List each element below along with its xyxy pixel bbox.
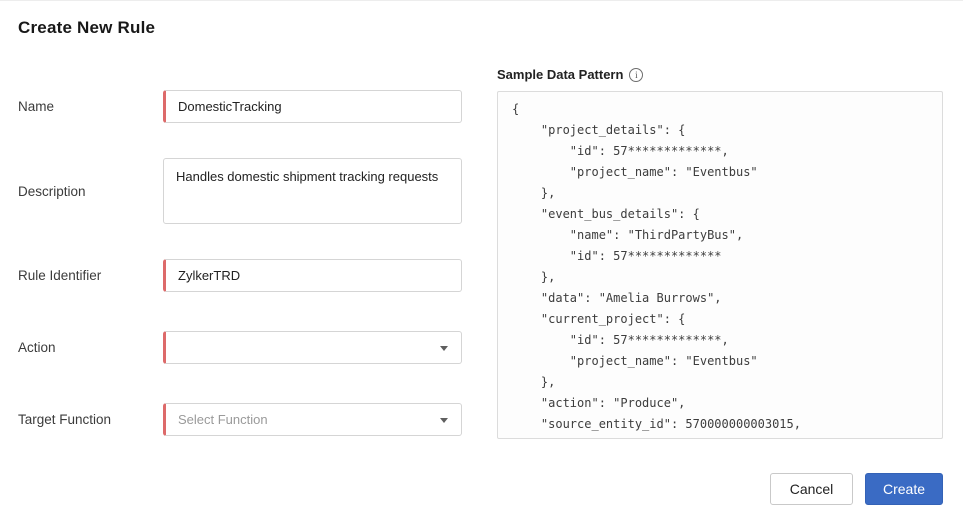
form-row-name: Name [18, 90, 462, 123]
description-input[interactable]: Handles domestic shipment tracking reque… [163, 158, 462, 224]
chevron-down-icon [440, 417, 448, 423]
rule-identifier-input[interactable] [163, 259, 462, 292]
target-function-label: Target Function [18, 412, 112, 427]
description-label: Description [18, 183, 86, 199]
action-label: Action [18, 340, 56, 355]
sample-data-pattern-header: Sample Data Pattern [497, 67, 644, 82]
chevron-down-icon [440, 345, 448, 351]
sample-data-pattern-title: Sample Data Pattern [497, 67, 624, 82]
form-row-action: Action [18, 331, 462, 364]
target-function-placeholder: Select Function [178, 412, 268, 427]
sample-data-pattern-code-box: { "project_details": { "id": 57*********… [497, 91, 943, 439]
name-label: Name [18, 99, 55, 114]
info-icon[interactable] [629, 67, 644, 82]
sample-json-code: { "project_details": { "id": 57*********… [512, 102, 801, 431]
create-button[interactable]: Create [865, 473, 943, 505]
name-input[interactable] [163, 90, 462, 123]
cancel-button[interactable]: Cancel [770, 473, 853, 505]
page-title: Create New Rule [18, 18, 156, 37]
action-select[interactable] [163, 331, 462, 364]
target-function-select[interactable]: Select Function [163, 403, 462, 436]
form-row-target-function: Target Function Select Function [18, 403, 462, 436]
form-row-rule-identifier: Rule Identifier [18, 259, 462, 292]
rule-identifier-label: Rule Identifier [18, 268, 102, 283]
form-row-description: Description Handles domestic shipment tr… [18, 158, 462, 224]
